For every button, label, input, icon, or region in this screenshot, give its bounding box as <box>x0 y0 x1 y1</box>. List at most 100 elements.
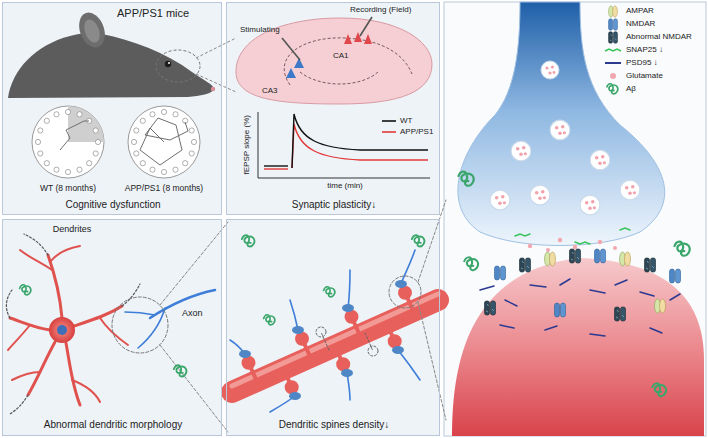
neuron-figure <box>125 290 215 348</box>
annotation-label: Stimulating <box>240 25 280 35</box>
panel-grounds <box>2 2 222 215</box>
panel-text: Abnormal dendritic morphology <box>44 419 182 430</box>
legend-label: PSD95 ↓ <box>626 58 658 68</box>
label-text: WT (8 months) <box>40 183 96 193</box>
legend-label: Glutamate <box>626 71 663 81</box>
barnes-maze <box>35 139 40 144</box>
neuron-figure <box>20 285 31 295</box>
synapse-figure <box>615 280 627 285</box>
neuron-figure <box>74 306 122 326</box>
synapse-figure <box>620 252 631 266</box>
legend-samples <box>605 62 621 64</box>
synapse-figure <box>545 326 557 330</box>
hippocampal-slice <box>360 17 372 36</box>
spine-figure <box>341 369 353 377</box>
synapse-figure <box>645 258 656 272</box>
label-text: APP/PS1 (8 months) <box>125 183 203 193</box>
spine-figure <box>401 250 415 284</box>
legend-label: WT <box>400 116 412 126</box>
synapse-figure <box>520 258 531 272</box>
neuron-figure <box>160 222 228 305</box>
barnes-maze <box>44 118 49 123</box>
hippocampal-slice <box>286 58 304 78</box>
barnes-maze <box>77 112 82 117</box>
synapse-figure <box>528 244 532 248</box>
synapse-figure <box>615 307 626 321</box>
spine-figure <box>232 300 438 392</box>
mouse-figure <box>165 61 171 67</box>
neuron-figure <box>6 290 12 318</box>
legend-text: AMPAR <box>626 6 654 15</box>
barnes-maze <box>77 167 82 172</box>
neuron-figure <box>8 325 30 350</box>
neuron-figure <box>122 284 140 306</box>
legend-label: NMDAR <box>626 19 655 29</box>
barnes-maze <box>68 106 104 142</box>
hippocampal-slice <box>282 38 300 60</box>
synapse-figure <box>555 303 566 317</box>
spine-figure <box>292 326 304 334</box>
legend-label: AMPAR <box>626 6 654 16</box>
synapse-figure <box>541 61 559 79</box>
synapse-figure <box>485 301 496 315</box>
legend-label: SNAP25 ↓ <box>626 45 663 55</box>
synapse-figure <box>558 238 562 242</box>
synapse-figure <box>480 286 494 290</box>
neuron-figure <box>24 234 48 255</box>
fepsp-plot <box>292 114 428 168</box>
fepsp-plot <box>382 120 396 122</box>
mouse-figure <box>8 9 236 98</box>
spine-figure <box>290 300 298 330</box>
spine-figure <box>338 359 348 369</box>
panel-text: Cognitive dysfunction <box>65 199 160 210</box>
neuron-figure <box>174 365 187 376</box>
panel-grounds <box>444 2 706 436</box>
barnes-maze <box>150 112 155 117</box>
synapse-figure <box>458 172 473 186</box>
spine-figure <box>389 276 421 308</box>
legend-samples <box>609 6 618 17</box>
fepsp-plot <box>258 112 430 178</box>
synapse-figure <box>495 266 506 280</box>
legend-text: SNAP25 ↓ <box>626 45 663 54</box>
panel-caption: Cognitive dysfunction <box>65 199 160 211</box>
synapse-figure <box>590 334 605 336</box>
neuron-figure <box>66 343 80 405</box>
barnes-maze <box>32 106 200 178</box>
neuron-figure <box>50 246 80 262</box>
neuron-figure <box>72 380 100 402</box>
barnes-maze <box>32 106 104 178</box>
annotation-label: CA1 <box>333 51 349 61</box>
fepsp-plot <box>264 168 288 169</box>
neuron-figure <box>112 297 168 353</box>
spine-figure <box>392 346 404 354</box>
spine-figure <box>347 373 350 400</box>
synapse-figure <box>464 257 478 270</box>
label-text: Dendrites <box>53 224 92 234</box>
barnes-maze <box>134 128 139 133</box>
panel-caption: Dendritic spines density↓ <box>279 419 390 431</box>
barnes-maze <box>65 169 70 174</box>
barnes-maze <box>140 161 145 166</box>
barnes-maze <box>161 169 166 174</box>
barnes-maze <box>173 167 178 172</box>
spine-figure <box>230 200 446 420</box>
legend-label: APP/PS1 <box>400 127 433 137</box>
spine-figure <box>239 350 251 358</box>
spine-figure <box>368 346 378 356</box>
barnes-maze <box>54 112 59 117</box>
synapse-figure <box>511 141 531 161</box>
synapse-figure <box>458 2 665 246</box>
spine-figure <box>264 315 275 325</box>
barnes-maze <box>95 139 100 144</box>
barnes-maze <box>60 121 89 150</box>
barnes-maze <box>140 118 188 165</box>
mouse-figure <box>196 74 236 92</box>
panel-title: APP/PS1 mice <box>117 7 189 20</box>
neuron-figure <box>28 342 55 395</box>
spine-figure <box>297 334 307 344</box>
panel-grounds <box>226 219 440 436</box>
figure-panel: Synaptic plasticity↓ <box>226 2 440 215</box>
barnes-maze <box>140 118 145 123</box>
synapse-figure <box>670 294 680 300</box>
